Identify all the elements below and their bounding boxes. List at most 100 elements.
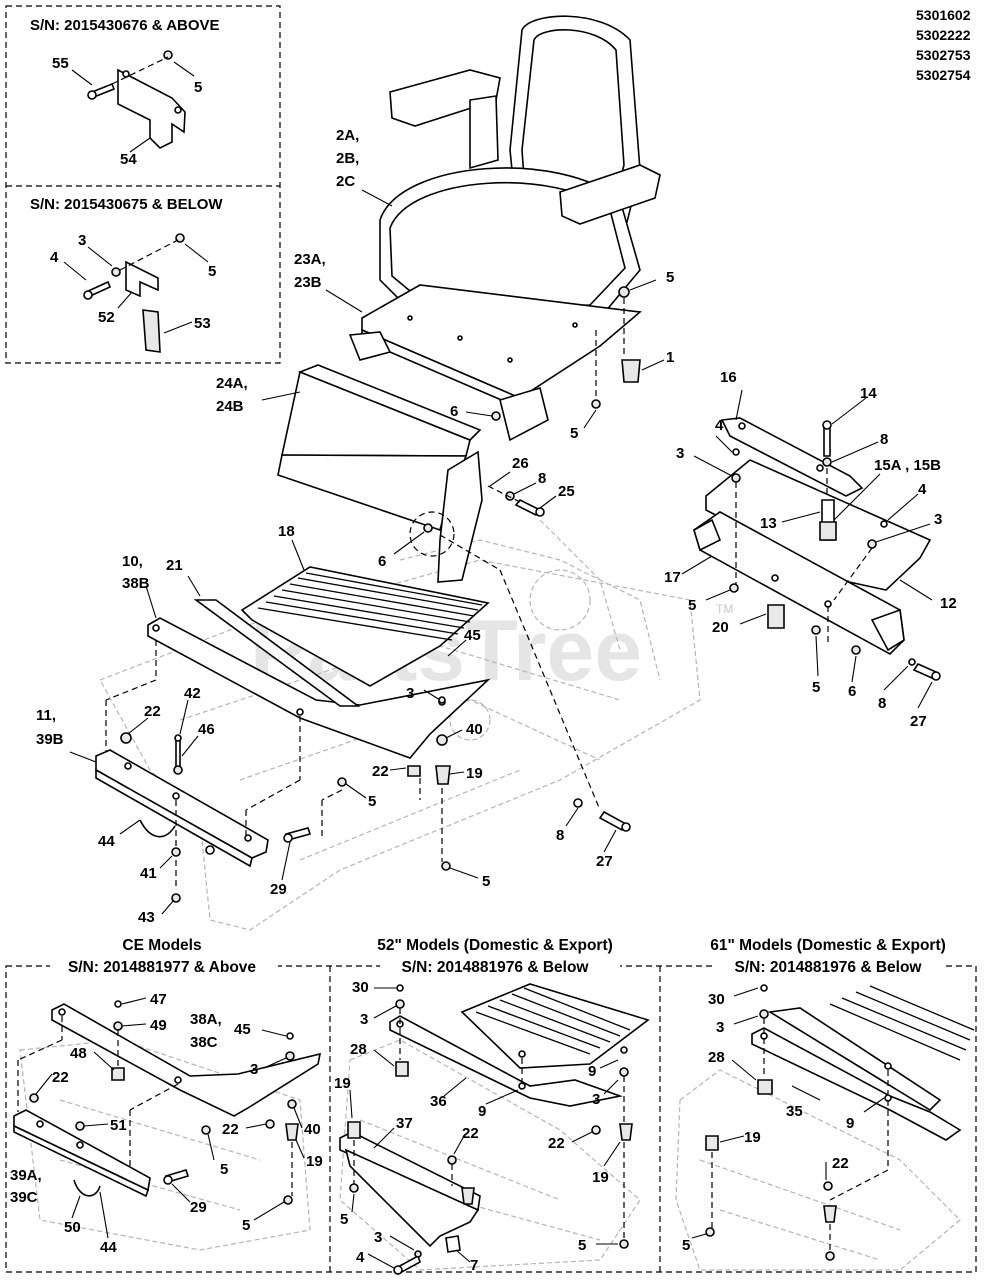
callout: 29 [190,1199,207,1216]
panel-title-52: 52" Models (Domestic & Export) [377,937,613,954]
leader-line [129,137,151,153]
callout: 4 [356,1249,365,1266]
hardware-central [120,696,631,903]
callout: 44 [98,833,115,850]
callouts-main: 55 5 54 3 4 5 52 53 2A, 2B, 2C 23A, 23B … [36,55,957,926]
support-bracket [95,749,269,868]
callout: 8 [556,827,564,844]
inset-header-below: S/N: 2015430675 & BELOW [30,196,223,213]
d61-hardware [705,984,892,1261]
callout: 2C [336,173,355,190]
model-number: 5302222 [916,27,971,43]
callout: 23A, [294,251,326,268]
callout: 3 [78,232,86,249]
callout: 5 [242,1217,250,1234]
callout: 5 [208,263,216,280]
callout: 5 [482,873,490,890]
panel-title-61: 61" Models (Domestic & Export) [710,937,946,954]
callout: 11, [36,707,56,724]
callout: 3 [592,1091,600,1108]
callout: 38A, [190,1011,222,1028]
callout: 35 [786,1103,803,1120]
d52-plate-36 [389,1015,623,1107]
nut-5 [163,50,173,60]
callout: 29 [270,881,287,898]
leader-line [173,61,195,77]
callout: 25 [558,483,575,500]
ce-plate-38a [51,1003,322,1117]
d52-ghost [339,1039,641,1271]
callout: 27 [910,713,927,730]
assembly-line [129,1083,179,1111]
bolt-25 [514,498,545,517]
callout: 5 [194,79,202,96]
callout: 39A, [10,1167,42,1184]
leader-line [117,291,133,309]
callout: 36 [430,1093,447,1110]
assembly-line [111,56,169,85]
callout: 3 [406,685,414,702]
callout: 26 [512,455,529,472]
callout: 4 [918,481,927,498]
callout: 13 [760,515,777,532]
model-number: 5302754 [916,67,971,83]
callout: 3 [934,511,942,528]
nut-5-seat [618,286,630,298]
callout: 3 [360,1011,368,1028]
callout: 39B [36,731,64,748]
header-bg [50,957,278,979]
leader-line [87,246,113,267]
callout: 38B [122,575,150,592]
callout: 39C [10,1189,38,1206]
detail-circle [409,511,455,557]
d52-bracket-37 [339,1131,481,1248]
bumper-1 [621,359,641,383]
nut-6-lower [423,523,433,533]
callout: 9 [478,1103,486,1120]
header-bg [380,957,620,979]
callout: 3 [716,1019,724,1036]
callout: 44 [100,1239,117,1256]
seat-plate [348,284,642,442]
model-number: 5301602 [916,7,971,23]
callout: 30 [708,991,725,1008]
seat [379,15,661,321]
panel-title-ce: CE Models [122,937,201,954]
callout: 6 [450,403,458,420]
callout: 6 [848,683,856,700]
callout: 9 [846,1115,854,1132]
callout: 19 [466,765,483,782]
callout: 24A, [216,375,248,392]
callout: 2A, [336,127,359,144]
callout: 45 [464,627,481,644]
leader-line [184,243,209,263]
callout: 5 [688,597,696,614]
ce-bracket-39a [13,1109,151,1198]
callout: 5 [682,1237,690,1254]
callout: 8 [880,431,888,448]
callout: 9 [588,1063,596,1080]
callout: 22 [372,763,389,780]
callout: 3 [676,445,684,462]
callout: 5 [340,1211,348,1228]
d61-plate-35 [751,1007,962,1141]
assembly-line [439,534,501,571]
callout: 48 [70,1045,87,1062]
switch-20 [767,604,785,629]
callout: 5 [812,679,820,696]
assembly-line [321,789,343,801]
d52-foot-pad [460,983,650,1069]
callout: 49 [150,1017,167,1034]
callout: 8 [538,470,546,487]
rail-16 [720,417,864,497]
callout: 14 [860,385,877,402]
assembly-line [105,679,157,701]
assembly-line [499,569,601,811]
callout: 12 [940,595,957,612]
model-number: 5302753 [916,47,971,63]
bolt-55 [87,82,116,100]
seat-pan [277,364,483,583]
header-bg [716,957,946,979]
callout: 22 [144,703,161,720]
callout: 8 [878,695,886,712]
